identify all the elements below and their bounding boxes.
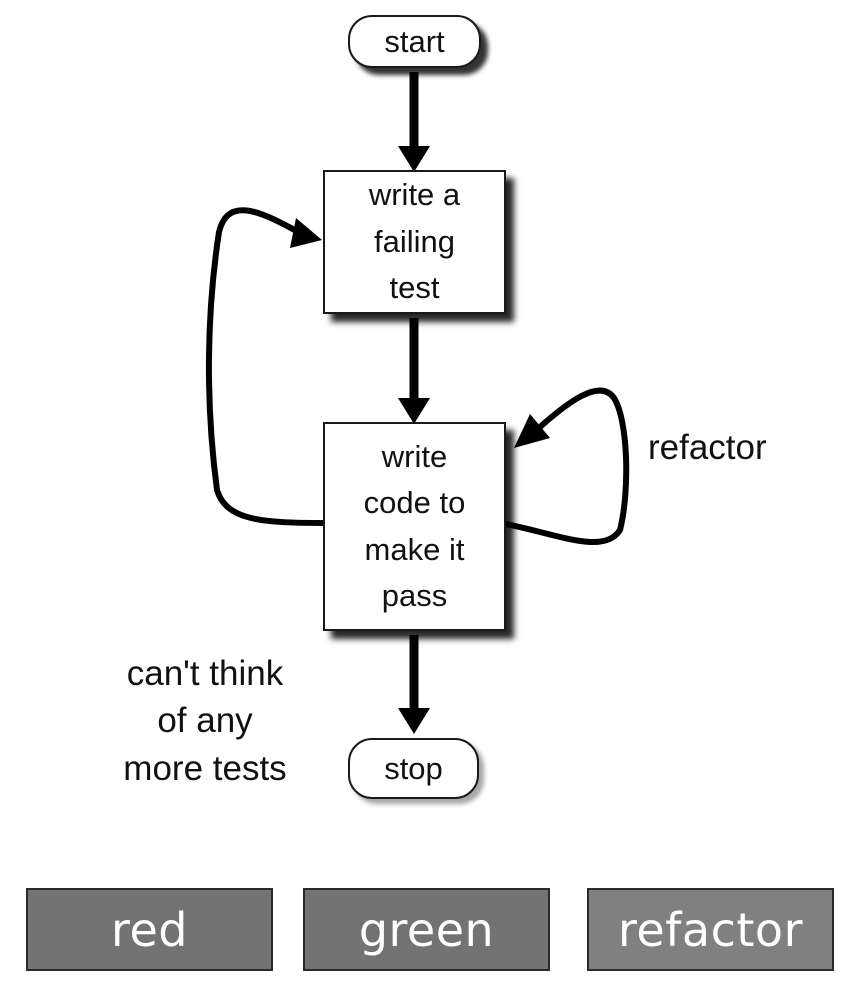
phase-red-box: red bbox=[26, 888, 273, 971]
cant-think-label: can't think of any more tests bbox=[123, 654, 287, 788]
arrow-write-code-to-stop bbox=[398, 635, 430, 734]
phase-refactor-box: refactor bbox=[587, 888, 834, 971]
phase-green-box: green bbox=[303, 888, 550, 971]
refactor-label: refactor bbox=[648, 428, 767, 467]
arrow-start-to-write-test bbox=[398, 72, 430, 172]
write-failing-test-node: write a failing test bbox=[323, 170, 506, 314]
loop-back-arrow bbox=[205, 207, 329, 526]
arrow-write-test-to-write-code bbox=[398, 318, 430, 424]
start-node: start bbox=[348, 15, 481, 68]
write-code-node: write code to make it pass bbox=[323, 422, 506, 631]
refactor-loop-arrow bbox=[503, 387, 630, 545]
stop-node: stop bbox=[348, 738, 479, 799]
